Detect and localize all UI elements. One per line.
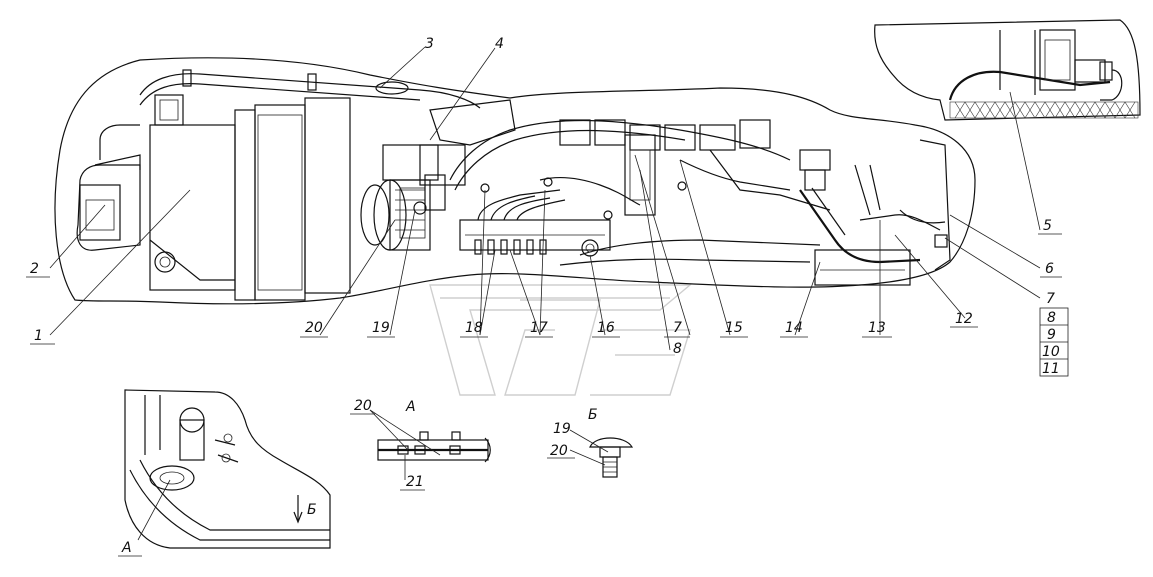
pipe-fitting — [375, 81, 409, 95]
callout-19: 19 — [372, 320, 390, 336]
callout-14: 14 — [785, 320, 803, 336]
section-a-callout-20: 20 — [354, 398, 372, 414]
callout-13: 13 — [868, 320, 886, 336]
callout-3: 3 — [425, 36, 434, 52]
callout-16: 16 — [597, 320, 615, 336]
callout-15: 15 — [725, 320, 743, 336]
hose-bundle — [449, 119, 791, 181]
callout-labels: 1 2 3 4 5 6 7 8 9 10 11 12 13 14 15 16 1… — [26, 36, 1069, 377]
callout-18: 18 — [465, 320, 483, 336]
fuel-filter — [624, 134, 656, 216]
injector-pipes — [474, 189, 566, 255]
view-a-ref-label: А — [121, 540, 132, 556]
part-7-fitting — [934, 234, 948, 248]
callout-17: 17 — [530, 320, 548, 336]
section-b-view — [589, 437, 634, 478]
callout-2: 2 — [30, 261, 39, 277]
section-a-callout-21: 21 — [406, 474, 424, 490]
section-a-title: А — [405, 399, 416, 415]
callout-11: 11 — [1042, 361, 1060, 377]
part-13-tank — [814, 249, 911, 286]
hatched-section — [949, 101, 1139, 119]
view-b-ref-label: Б — [307, 502, 317, 518]
part-1-housing — [149, 124, 236, 291]
view-labels: А Б А 20 21 Б 19 20 — [118, 398, 598, 557]
leader-lines — [49, 46, 1041, 541]
callout-1: 1 — [34, 328, 43, 344]
callout-9: 9 — [1047, 327, 1056, 343]
section-b-callout-20: 20 — [550, 443, 568, 459]
injector-pump — [459, 219, 611, 251]
callout-20: 20 — [305, 320, 323, 336]
detail-view-5 — [874, 19, 1141, 121]
pipe-clamp — [182, 69, 192, 87]
callout-7: 7 — [1046, 291, 1055, 307]
callout-6: 6 — [1045, 261, 1054, 277]
view-a-cutaway — [124, 389, 331, 549]
callout-4: 4 — [495, 36, 504, 52]
pipe-clamp — [307, 73, 317, 91]
alternator-assembly — [360, 144, 466, 251]
left-frame — [76, 164, 141, 251]
callout-5: 5 — [1043, 218, 1052, 234]
pipe-3 — [139, 73, 481, 109]
callout-12: 12 — [955, 311, 973, 327]
hose-12 — [799, 189, 921, 264]
callout-8: 8 — [1047, 310, 1056, 326]
callout-7-center: 7 — [673, 320, 682, 336]
callout-10: 10 — [1042, 344, 1060, 360]
section-a-view — [377, 431, 491, 463]
chassis-outline — [54, 57, 976, 305]
section-b-title: Б — [588, 407, 598, 423]
part-16 — [581, 239, 599, 257]
part-2-box — [79, 184, 121, 241]
section-b-callout-19: 19 — [553, 421, 571, 437]
main-assembly-view — [54, 57, 976, 305]
callout-8-center: 8 — [673, 341, 682, 357]
watermark-logo — [429, 284, 692, 396]
